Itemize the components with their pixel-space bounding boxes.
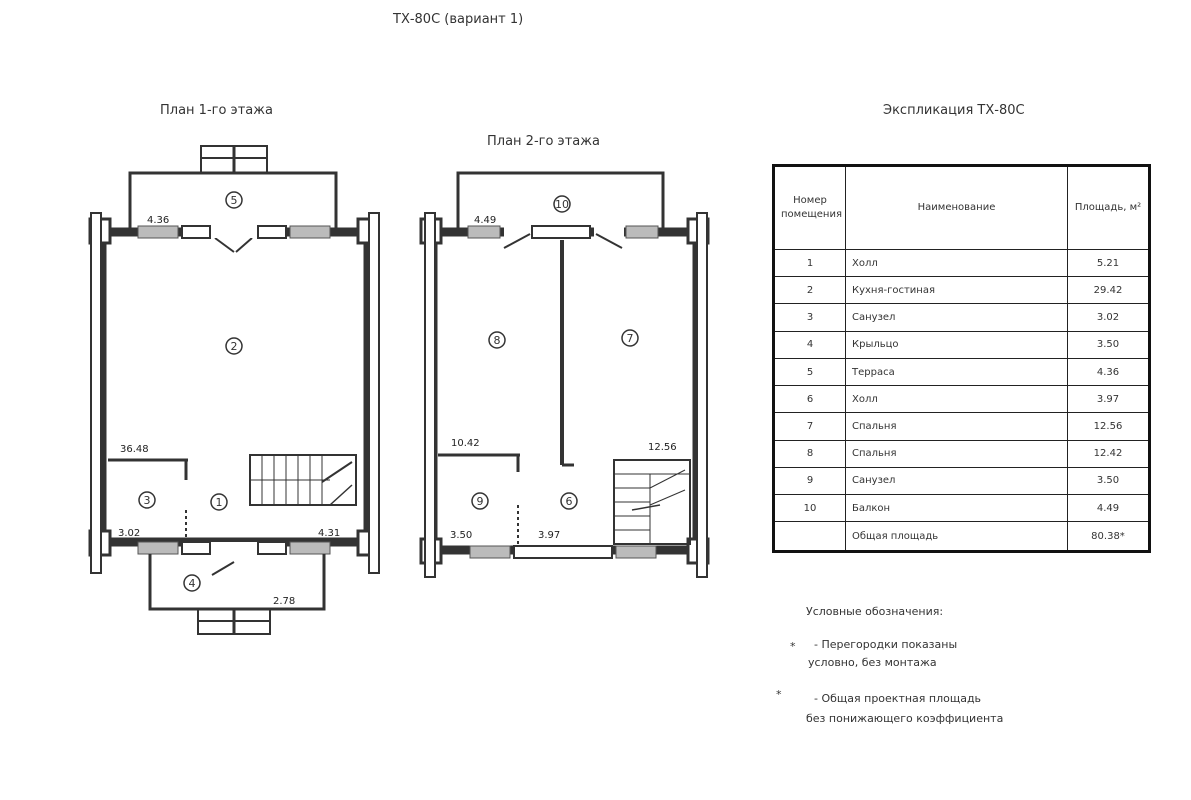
header-room-name: Наименование — [845, 165, 1068, 250]
cell-room-area: 29.42 — [1067, 276, 1150, 305]
cell-room-number: 6 — [773, 385, 846, 414]
legend-text-2b: без понижающего коэффициента — [806, 712, 1004, 725]
dimension-label: 10.42 — [451, 438, 480, 449]
plan-1-labels: 5 2 3 1 4 4.36 36.48 3.02 4.31 2.78 — [118, 194, 340, 607]
legend-text-1a: - Перегородки показаны — [814, 638, 958, 651]
room-marker-8 — [488, 331, 506, 349]
room-marker-9 — [471, 492, 489, 510]
plan-2 — [419, 171, 710, 578]
cell-room-name: Балкон — [845, 494, 1068, 523]
cell-room-name: Терраса — [845, 357, 1068, 387]
legend-text-2a: - Общая проектная площадь — [814, 692, 982, 705]
room-label: 8 — [494, 334, 501, 347]
plan-2-title: План 2-го этажа — [487, 134, 600, 149]
dimension-label: 36.48 — [120, 444, 149, 455]
cell-room-number: 1 — [773, 248, 846, 278]
plan-1-walls — [97, 227, 373, 547]
plan-1 — [88, 145, 380, 635]
cell-room-number: 9 — [773, 466, 846, 496]
room-marker-5 — [225, 191, 243, 209]
room-marker-2 — [225, 337, 243, 355]
cell-room-number: 4 — [773, 330, 846, 359]
cell-room-area: 3.50 — [1067, 330, 1150, 359]
balcony-outline — [456, 171, 665, 228]
cell-room-area: 3.97 — [1067, 385, 1150, 414]
cell-room-name: Кухня-гостиная — [845, 276, 1068, 305]
plan-1-title: План 1-го этажа — [160, 103, 273, 118]
cell-room-number: 7 — [773, 412, 846, 441]
room-label: 7 — [627, 332, 634, 345]
room-marker-7 — [621, 329, 639, 347]
legend-mark-2: * — [776, 688, 782, 701]
room-label: 2 — [231, 340, 238, 353]
cell-room-area: 4.36 — [1067, 357, 1150, 387]
cell-room-number: 5 — [773, 357, 846, 387]
room-marker-10 — [553, 195, 571, 213]
cell-room-number — [773, 521, 846, 552]
plan-2-labels: 10 8 7 9 6 4.49 10.42 12.56 3.50 3.97 — [450, 198, 677, 541]
room-label: 1 — [216, 496, 223, 509]
cell-room-area: 3.50 — [1067, 466, 1150, 496]
cell-room-area: 12.56 — [1067, 412, 1150, 441]
explication-title: Экспликация ТХ-80С — [883, 103, 1025, 118]
header-room-area: Площадь, м² — [1067, 165, 1150, 250]
cell-room-name: Холл — [845, 385, 1068, 414]
dimension-label: 4.49 — [474, 215, 496, 226]
dimension-label: 4.36 — [147, 215, 169, 226]
dimension-label: 2.78 — [273, 596, 295, 607]
dimension-label: 4.31 — [318, 528, 340, 539]
room-label: 3 — [144, 494, 151, 507]
cell-room-number: 3 — [773, 303, 846, 332]
room-label: 6 — [566, 495, 573, 508]
cell-room-name: Крыльцо — [845, 330, 1068, 359]
cell-room-number: 8 — [773, 439, 846, 468]
dimension-label: 3.02 — [118, 528, 140, 539]
cell-room-area: 80.38* — [1067, 521, 1150, 552]
cell-room-number: 2 — [773, 276, 846, 305]
dimension-label: 12.56 — [648, 442, 677, 453]
header-room-number: Номер помещения — [773, 165, 846, 250]
room-marker-6 — [560, 492, 578, 510]
cell-room-name: Спальня — [845, 439, 1068, 468]
cell-room-name: Общая площадь — [845, 521, 1068, 552]
cell-room-name: Холл — [845, 248, 1068, 278]
cell-room-area: 5.21 — [1067, 248, 1150, 278]
floor-plans-drawing: 5 2 3 1 4 4.36 36.48 3.02 4.31 2.78 — [88, 145, 710, 635]
cell-room-area: 12.42 — [1067, 439, 1150, 468]
dimension-label: 3.97 — [538, 530, 560, 541]
room-label: 10 — [555, 198, 569, 211]
room-label: 9 — [477, 495, 484, 508]
cell-room-area: 3.02 — [1067, 303, 1150, 332]
porch-outline — [148, 554, 326, 611]
page-title: ТХ-80С (вариант 1) — [393, 12, 524, 27]
legend-text-1b: условно, без монтажа — [808, 656, 937, 669]
cell-room-area: 4.49 — [1067, 494, 1150, 523]
cell-room-number: 10 — [773, 494, 846, 523]
room-marker-3 — [138, 491, 156, 509]
dimension-label: 3.50 — [450, 530, 472, 541]
cell-room-name: Спальня — [845, 412, 1068, 441]
room-label: 4 — [189, 577, 196, 590]
cell-room-name: Санузел — [845, 303, 1068, 332]
cell-room-name: Санузел — [845, 466, 1068, 496]
room-label: 5 — [231, 194, 238, 207]
legend-mark-1: * — [790, 640, 796, 653]
explication-table: Номер помещения Наименование Площадь, м²… — [772, 164, 1151, 553]
table-header-row: Номер помещения Наименование Площадь, м² — [773, 165, 1150, 250]
room-marker-4 — [183, 574, 201, 592]
legend-title: Условные обозначения: — [806, 605, 944, 618]
room-marker-1 — [210, 493, 228, 511]
